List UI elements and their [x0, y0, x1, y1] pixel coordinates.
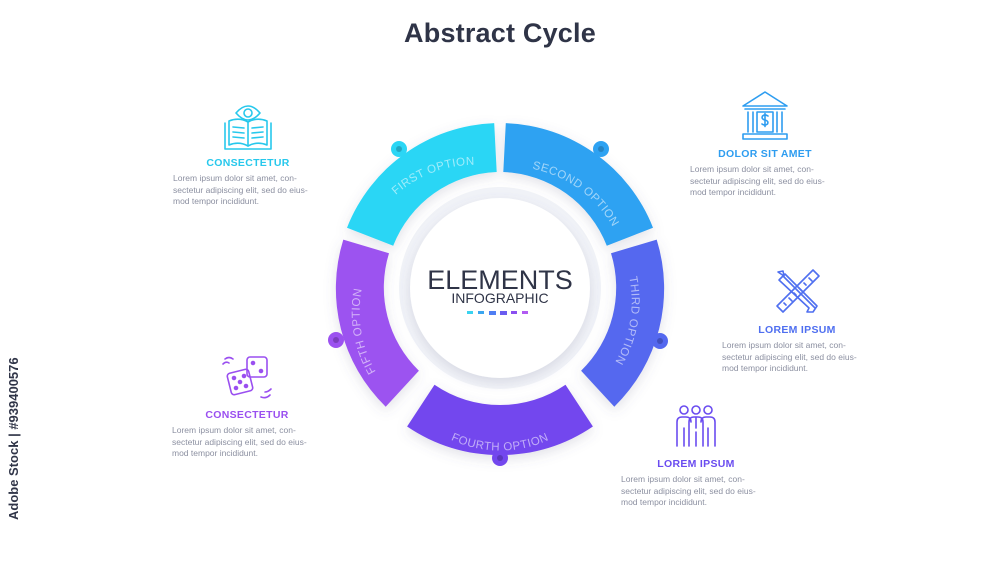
segment-fourth-option[interactable] — [407, 384, 593, 456]
callout-body: Lorem ipsum dolor sit amet, con- sectetu… — [690, 164, 825, 197]
callout-body: Lorem ipsum dolor sit amet, con- sectetu… — [172, 425, 307, 458]
knob-third — [652, 333, 668, 349]
page-title: Abstract Cycle — [404, 18, 596, 48]
callout-consectetur-bottom: CONSECTETUR Lorem ipsum dolor sit amet, … — [172, 351, 322, 460]
callout-heading: CONSECTETUR — [206, 157, 290, 169]
connector-knobs — [328, 141, 668, 466]
callout-lorem-ipsum-right: LOREM IPSUM Lorem ipsum dolor sit amet, … — [722, 264, 872, 375]
center-title: ELEMENTS — [427, 265, 573, 295]
segment-fifth-option[interactable] — [335, 239, 419, 407]
center-dash — [489, 311, 496, 315]
callout-heading: CONSECTETUR — [205, 409, 289, 421]
callout-body: Lorem ipsum dolor sit amet, con- sectetu… — [621, 474, 756, 507]
open-book-eye-icon — [224, 105, 272, 150]
knob-first — [391, 141, 407, 157]
callout-body: Lorem ipsum dolor sit amet, con- sectetu… — [722, 340, 857, 373]
knob-fourth — [492, 450, 508, 466]
center-dash — [511, 311, 517, 314]
bank-dollar-icon — [742, 91, 788, 140]
center-dash — [467, 311, 473, 314]
dice-icon — [222, 356, 272, 399]
center-dots — [467, 311, 528, 315]
segment-second-option[interactable] — [503, 123, 653, 246]
knob-fifth — [328, 332, 344, 348]
center-disc — [410, 198, 590, 378]
center-dash — [500, 311, 507, 315]
callout-consectetur-top: CONSECTETUR Lorem ipsum dolor sit amet, … — [173, 101, 323, 208]
segment-third-option[interactable] — [581, 239, 665, 407]
pencil-ruler-icon — [776, 269, 820, 313]
callout-heading: LOREM IPSUM — [657, 458, 735, 470]
callout-lorem-ipsum-bottom: LOREM IPSUM Lorem ipsum dolor sit amet, … — [621, 398, 771, 509]
center-dash — [522, 311, 528, 314]
callout-dolor-sit-amet: DOLOR SIT AMET Lorem ipsum dolor sit ame… — [690, 88, 840, 199]
callout-heading: DOLOR SIT AMET — [718, 148, 812, 160]
stock-watermark: Adobe Stock | #939400576 — [6, 357, 21, 520]
segment-first-option[interactable] — [347, 123, 497, 246]
center-dash — [478, 311, 484, 314]
center-subtitle: INFOGRAPHIC — [451, 290, 548, 306]
knob-second — [593, 141, 609, 157]
callout-body: Lorem ipsum dolor sit amet, con- sectetu… — [173, 173, 308, 206]
team-people-icon — [676, 405, 716, 447]
callout-heading: LOREM IPSUM — [758, 324, 836, 336]
